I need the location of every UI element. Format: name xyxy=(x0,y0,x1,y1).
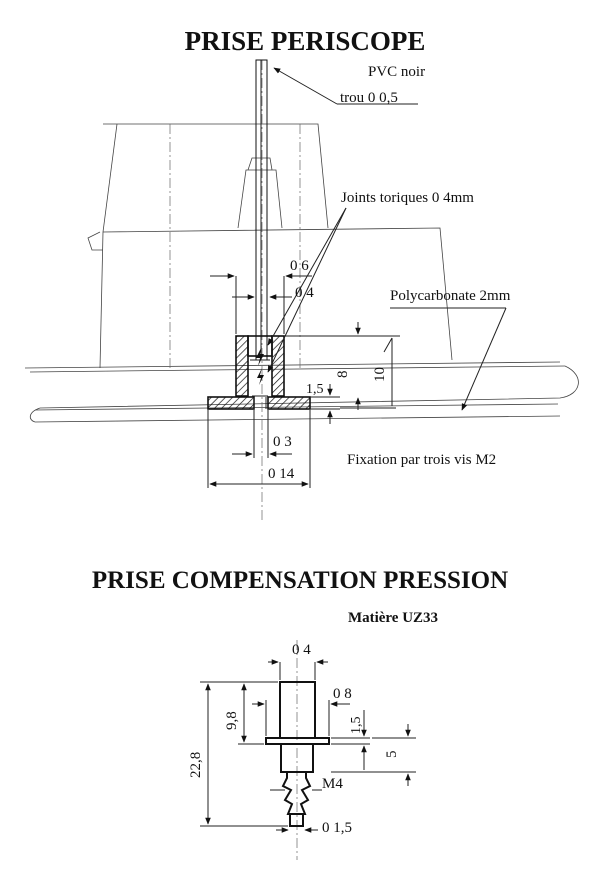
compensation-part xyxy=(265,681,330,827)
label-pvc-noir: PVC noir xyxy=(368,64,425,80)
dim-h8: 8 xyxy=(335,371,351,379)
dim-d4: 0 4 xyxy=(295,285,314,301)
label-fixation: Fixation par trois vis M2 xyxy=(347,452,496,468)
label-trou: trou 0 0,5 xyxy=(340,90,398,106)
compensation-drawing: 0 4 0 8 9,8 1,5 5 22,8 M4 xyxy=(188,640,416,860)
label-polycarbonate: Polycarbonate 2mm xyxy=(390,288,511,304)
conning-tower-outline xyxy=(24,123,579,423)
dim-t15: 1,5 xyxy=(306,382,324,397)
dim-comp-h5: 5 xyxy=(384,751,400,759)
label-m4: M4 xyxy=(322,776,343,792)
dim-h10: 10 xyxy=(372,367,388,382)
dim-comp-d4: 0 4 xyxy=(292,642,311,658)
dim-comp-h228: 22,8 xyxy=(188,752,204,778)
dim-comp-d8: 0 8 xyxy=(333,686,352,702)
dim-comp-h98: 9,8 xyxy=(224,711,240,730)
dim-comp-h15: 1,5 xyxy=(349,717,364,735)
dim-d14: 0 14 xyxy=(268,466,295,482)
periscope-title: PRISE PERISCOPE xyxy=(185,26,426,56)
dim-d6: 0 6 xyxy=(290,258,309,274)
periscope-fitting xyxy=(207,335,311,410)
label-joints-toriques: Joints toriques 0 4mm xyxy=(341,190,474,206)
dim-d3: 0 3 xyxy=(273,434,292,450)
dim-comp-d15: 0 1,5 xyxy=(322,820,352,836)
periscope-drawing: PVC noir trou 0 0,5 Joints toriques 0 4m… xyxy=(24,59,579,520)
compensation-material: Matière UZ33 xyxy=(348,610,438,626)
compensation-title: PRISE COMPENSATION PRESSION xyxy=(92,567,508,594)
